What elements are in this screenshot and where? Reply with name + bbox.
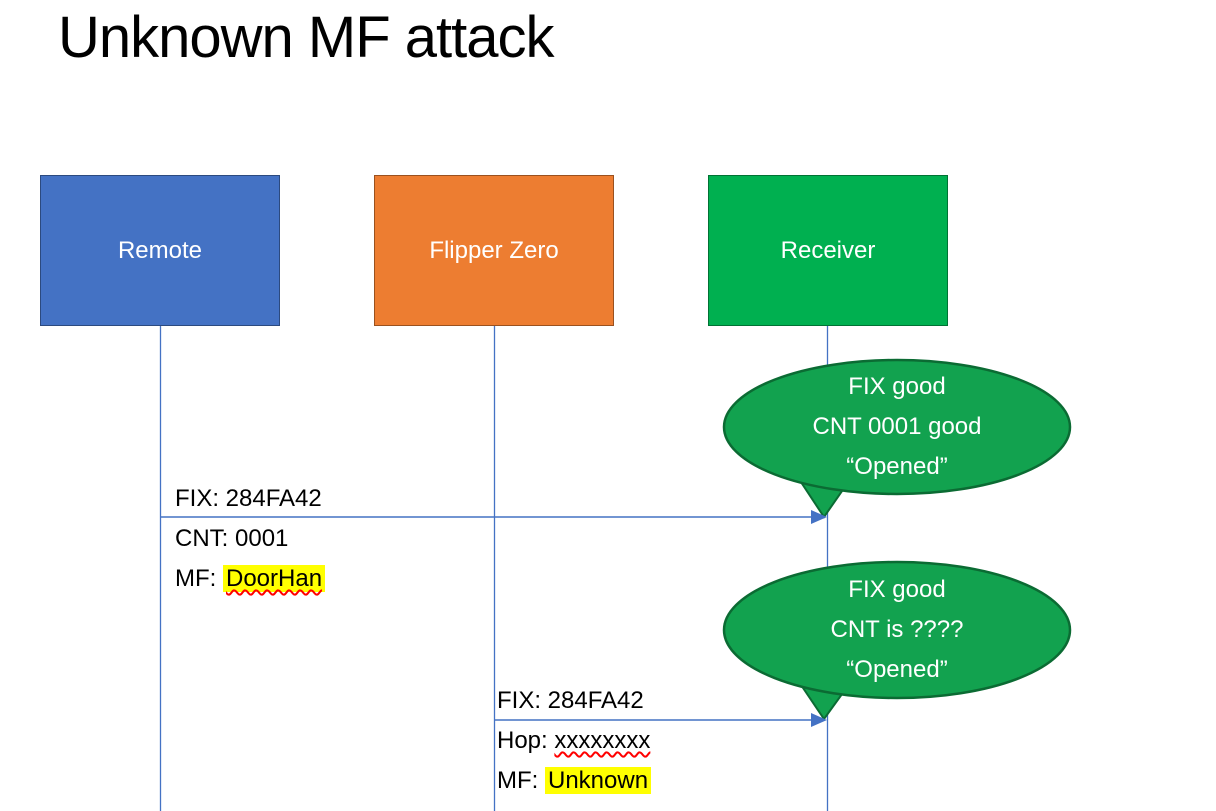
receiver-bubble-2: FIX good CNT is ???? “Opened”	[724, 570, 1070, 690]
actor-label-remote: Remote	[117, 236, 203, 264]
bubble-1-line-3: “Opened”	[846, 453, 948, 480]
actor-box-remote: Remote	[40, 175, 280, 326]
actor-box-receiver: Receiver	[708, 175, 948, 326]
bubble-2-line-1: FIX good	[848, 576, 946, 603]
message-arrow-1-head	[811, 510, 827, 524]
message-2-mf-label: MF: Unknown	[497, 765, 652, 797]
actor-box-flipper-zero: Flipper Zero	[374, 175, 614, 326]
message-2-hop-prefix: Hop:	[497, 727, 555, 754]
bubble-1-line-2: CNT 0001 good	[812, 413, 982, 440]
message-2-fix-label: FIX: 284FA42	[497, 687, 644, 714]
message-1-mf-value-highlighted: DoorHan	[223, 565, 326, 592]
speech-bubble-2-body	[722, 560, 1072, 700]
actor-label-flipper-zero: Flipper Zero	[429, 236, 559, 264]
message-2-hop-value-squiggle: xxxxxxxx	[554, 727, 651, 754]
speech-bubble-1-body	[722, 358, 1072, 496]
message-2-hop-label: Hop: xxxxxxxx	[497, 725, 650, 757]
message-1-fix-label: FIX: 284FA42	[175, 485, 322, 512]
bubble-2-line-2: CNT is ????	[830, 616, 964, 643]
message-arrow-2-head	[811, 713, 827, 727]
actor-label-receiver: Receiver	[780, 236, 876, 264]
message-1-mf-prefix: MF:	[175, 565, 223, 592]
message-1-mf-label: MF: DoorHan	[175, 563, 326, 595]
bubble-1-line-1: FIX good	[848, 373, 946, 400]
receiver-bubble-1: FIX good CNT 0001 good “Opened”	[724, 367, 1070, 487]
message-2-mf-value-highlighted: Unknown	[545, 767, 652, 794]
message-1-cnt-label: CNT: 0001	[175, 525, 289, 552]
bubble-2-line-3: “Opened”	[846, 656, 948, 683]
message-2-mf-prefix: MF:	[497, 767, 545, 794]
page-title: Unknown MF attack	[58, 5, 555, 70]
